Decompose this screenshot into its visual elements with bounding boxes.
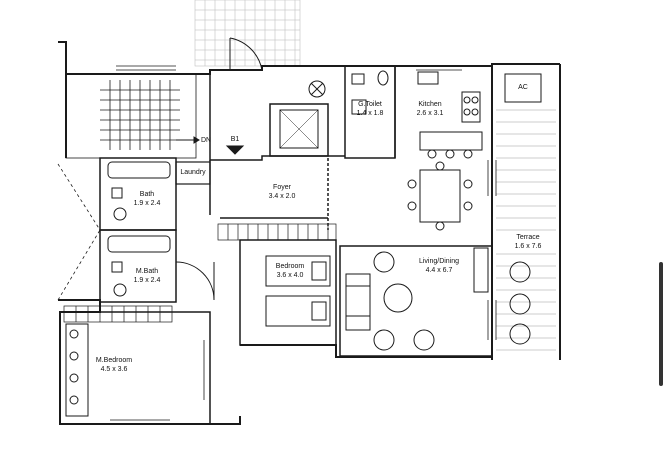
foyer-walls [209, 74, 345, 230]
label-laundry: Laundry [176, 168, 210, 177]
label-unit-b1: B1 [225, 135, 245, 144]
living-size: 4.4 x 6.7 [425, 267, 453, 274]
label-m-bedroom: M.Bedroom 4.5 x 3.6 [84, 356, 144, 374]
corridor-grid [194, 0, 301, 67]
windows [110, 65, 497, 425]
bedroom-name: Bedroom [275, 263, 305, 270]
scrollbar[interactable] [659, 262, 663, 386]
label-bath: Bath 1.9 x 2.4 [125, 190, 169, 208]
living-room [339, 245, 493, 357]
label-ac: AC [505, 83, 541, 92]
m-bath-name: M.Bath [135, 268, 159, 275]
terrace-size: 1.6 x 7.6 [514, 243, 542, 250]
lift-shaft [269, 103, 329, 157]
unit-b1-text: B1 [230, 136, 240, 143]
bath-name: Bath [139, 191, 155, 198]
laundry-name: Laundry [180, 169, 206, 176]
master-wardrobe [63, 305, 173, 323]
stair-down-arrow [176, 136, 200, 144]
laundry [175, 161, 211, 185]
bedroom-size: 3.6 x 4.0 [276, 272, 304, 279]
left-open-area [57, 163, 101, 301]
living-name: Living/Dining [418, 258, 460, 265]
g-toilet-size: 1.4 x 1.8 [356, 110, 384, 117]
label-foyer: Foyer 3.4 x 2.0 [252, 183, 312, 201]
terrace-name: Terrace [516, 234, 540, 241]
bath-size: 1.9 x 2.4 [133, 200, 161, 207]
wardrobe-strip [217, 223, 337, 241]
stair-down-text: DN [200, 137, 212, 144]
m-bedroom-name: M.Bedroom [95, 357, 133, 364]
bedroom [239, 239, 337, 346]
foyer-size: 3.4 x 2.0 [268, 193, 296, 200]
label-kitchen: Kitchen 2.6 x 3.1 [400, 100, 460, 118]
ac-unit [504, 73, 542, 103]
unit-b1-marker [225, 145, 245, 155]
label-living-dining: Living/Dining 4.4 x 6.7 [406, 257, 472, 275]
entry-door-arc [229, 37, 263, 71]
g-toilet-name: G.Toilet [358, 101, 382, 108]
m-bath-size: 1.9 x 2.4 [133, 277, 161, 284]
label-m-bath: M.Bath 1.9 x 2.4 [122, 267, 172, 285]
lift-fan-cross-b [310, 82, 324, 96]
kitchen [394, 66, 483, 159]
label-terrace: Terrace 1.6 x 7.6 [498, 233, 558, 251]
dining-table [407, 161, 473, 231]
m-bedroom-size: 4.5 x 3.6 [100, 366, 128, 373]
terrace-hatch [496, 109, 556, 351]
master-bath [99, 229, 177, 303]
kitchen-name: Kitchen [418, 101, 442, 108]
terrace-chairs [509, 261, 531, 345]
label-stair-down: DN [197, 136, 215, 145]
label-bedroom: Bedroom 3.6 x 4.0 [262, 262, 318, 280]
staircase [65, 73, 197, 159]
ac-name: AC [518, 84, 528, 91]
label-g-toilet: G.Toilet 1.4 x 1.8 [345, 100, 395, 118]
kitchen-size: 2.6 x 3.1 [416, 110, 444, 117]
master-bath-door [175, 261, 215, 301]
lift-fan-icon [308, 80, 326, 98]
foyer-name: Foyer [273, 184, 291, 191]
